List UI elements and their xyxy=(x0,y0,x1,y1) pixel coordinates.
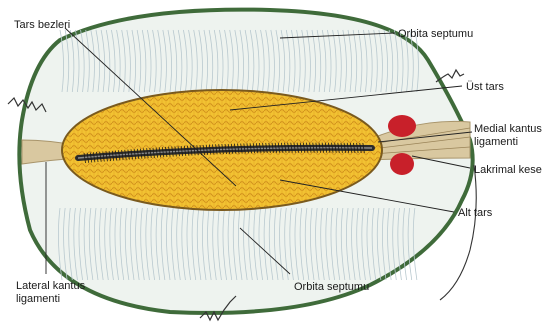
label-lateral-kantus-line1: Lateral kantus xyxy=(16,280,86,292)
label-alt-tars: Alt tars xyxy=(458,207,493,219)
label-medial-kantus-line2: ligamenti xyxy=(474,136,518,148)
lacrimal-sac-lower xyxy=(390,153,414,175)
lacrimal-sac-upper xyxy=(388,115,416,137)
label-tars-bezleri: Tars bezleri xyxy=(14,19,70,31)
label-medial-kantus-line1: Medial kantus xyxy=(474,123,542,135)
label-lateral-kantus-line2: ligamenti xyxy=(16,293,60,305)
label-ust-tars: Üst tars xyxy=(466,81,504,93)
label-orbita-septumu-bottom: Orbita septumu xyxy=(294,281,369,293)
label-orbita-septumu-top: Orbita septumu xyxy=(398,28,473,40)
label-lakrimal-kese: Lakrimal kese xyxy=(474,164,542,176)
